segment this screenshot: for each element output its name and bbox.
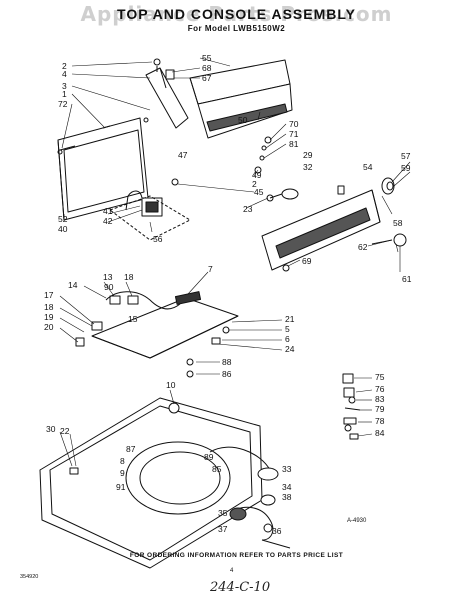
callout-label: 7 [208,264,213,274]
callout-label: 20 [44,322,54,332]
callout-label: 86 [222,369,232,379]
sheet-code: 354920 [20,574,39,580]
model-subtitle: For Model LWB5150W2 [187,24,286,33]
selector-switch [266,188,299,202]
callout-label: 85 [212,464,222,474]
callout-label: 10 [166,380,176,390]
callout-label: 91 [116,482,126,492]
callout-label: 45 [254,187,264,197]
callout-label: 18 [44,302,54,312]
callout-label: 56 [153,234,163,244]
ordering-note: FOR ORDERING INFORMATION REFER TO PARTS … [129,552,344,559]
callout-label: 75 [375,372,385,382]
callout-label: 36 [272,526,282,536]
fill-hose-assembly [229,467,291,549]
callout-label: 8 [120,456,125,466]
callout-label: 18 [124,272,134,282]
callout-label: 38 [282,492,292,502]
handwritten-note: 244-C-10 [210,580,271,595]
callout-label: 83 [375,394,385,404]
hinge-screws [186,326,230,378]
callout-label: 37 [218,524,228,534]
lid-handle [174,291,202,305]
callout-label: 15 [128,314,138,324]
left-control-panel [57,117,149,221]
callout-label: 1 [62,89,67,99]
callout-label: 71 [289,129,299,139]
lid-switch-wiring [75,291,181,347]
diagram-title: TOP AND CONSOLE ASSEMBLY [117,6,356,22]
callout-label: 40 [58,224,68,234]
callout-label: 3 [62,81,67,91]
callout-label: 58 [393,218,403,228]
watermark: Appliance Parts Pros.com [80,2,393,26]
callout-label: 76 [375,384,385,394]
callout-label: 47 [178,150,188,160]
callout-label: 23 [243,204,253,214]
leader-lines [59,57,411,467]
figure-code: A-4930 [347,518,367,524]
callout-label: 9 [120,468,125,478]
callout-label: 69 [302,256,312,266]
callout-label: 6 [285,334,290,344]
callout-label: 2 [62,61,67,71]
console-end-brackets [145,58,189,129]
callout-label: 68 [202,63,212,73]
callout-label: 33 [282,464,292,474]
callout-label: 29 [303,150,313,160]
callout-label: 13 [103,272,113,282]
console-backsplash [189,59,293,139]
callout-label: 21 [285,314,295,324]
callout-label: 67 [202,73,212,83]
callout-label: 62 [358,242,368,252]
cabinet-top [39,397,271,569]
callout-label: 42 [103,216,113,226]
callout-label: 24 [285,344,295,354]
callout-label: 35 [218,508,228,518]
callout-label: 34 [282,482,292,492]
callout-label: 5 [285,324,290,334]
callout-label: 50 [238,115,248,125]
callout-label: 81 [289,139,299,149]
callout-label: 87 [126,444,136,454]
callout-label: 57 [401,151,411,161]
main-top-lid [91,297,239,359]
callout-label: 88 [222,357,232,367]
callout-label: 2 [252,179,257,189]
callout-label: 72 [58,99,68,109]
callout-label: 89 [204,452,214,462]
wire-bracket [109,178,191,241]
timer-switch [125,190,163,217]
callout-label: 32 [303,162,313,172]
callout-label: 54 [363,162,373,172]
small-parts-group [342,373,361,440]
callout-label: 79 [375,404,385,414]
callout-label: 70 [289,119,299,129]
callout-label: 55 [202,53,212,63]
callout-label: 49 [252,170,262,180]
callout-label: 14 [68,280,78,290]
callout-label: 52 [58,214,68,224]
callout-label: 84 [375,428,385,438]
callout-label: 78 [375,416,385,426]
console-panel-right [261,185,381,272]
callout-label: 30 [46,424,56,434]
callout-label: 61 [402,274,412,284]
control-knobs [371,177,407,247]
callout-label: 17 [44,290,54,300]
callout-label: 4 [62,69,67,79]
callout-label: 22 [60,426,70,436]
callout-label: 19 [44,312,54,322]
mounting-screws [254,136,272,174]
callout-label: 90 [104,282,114,292]
callout-label: 59 [401,163,411,173]
callout-label: 41 [103,206,113,216]
page-number: 4 [230,568,234,574]
